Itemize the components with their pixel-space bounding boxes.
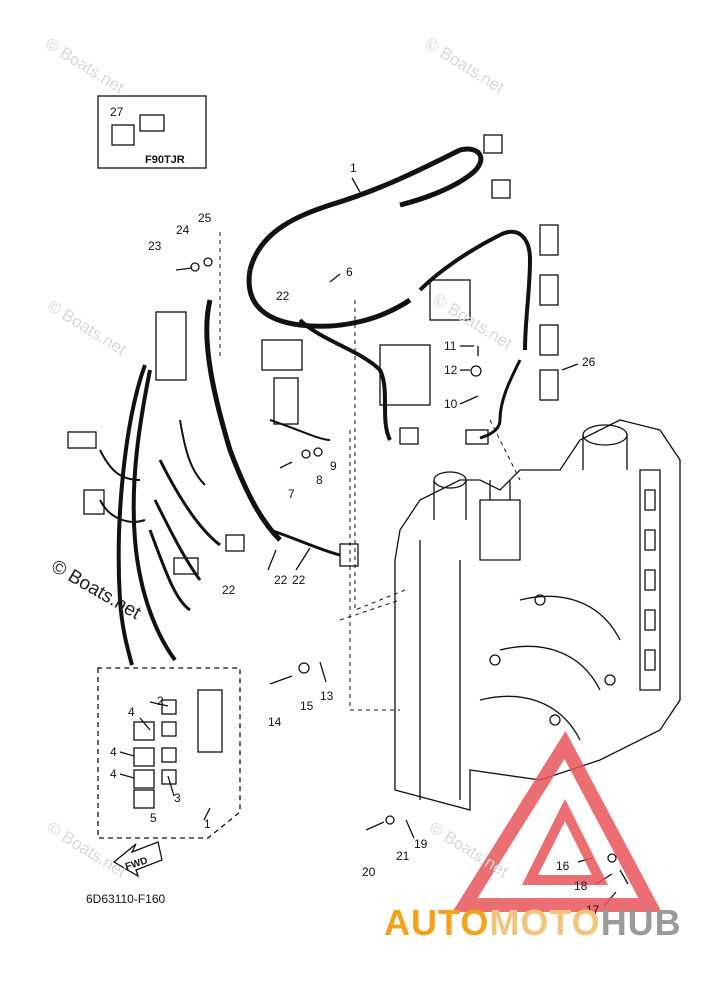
callout-number: 26 [582, 355, 596, 369]
drawing-code: 6D63110-F160 [86, 892, 166, 906]
callout-number: 22 [276, 289, 290, 303]
callout-number: 25 [198, 211, 212, 225]
callout-number: 22 [292, 573, 306, 587]
callout-number: 2 [157, 694, 164, 708]
callout-number: 19 [414, 837, 428, 851]
brand-hub: HUB [600, 902, 682, 943]
brand-moto: MOTO [489, 902, 601, 943]
callout-number: 15 [300, 699, 314, 713]
callout-number: 27 [110, 105, 124, 119]
callout-number: 3 [174, 791, 181, 805]
callout-number: 13 [320, 689, 334, 703]
inset-leader [116, 364, 147, 666]
callout-number: 21 [396, 849, 410, 863]
main-harness [247, 146, 484, 271]
callout-number: 4 [110, 745, 117, 759]
callout-number: 1 [204, 817, 211, 831]
callout-number: 7 [288, 487, 295, 501]
brand-wordmark: AUTOMOTOHUB [384, 902, 682, 944]
callout-number: 22 [274, 573, 288, 587]
brand-auto: AUTO [384, 902, 490, 943]
callout-number: 11 [444, 339, 457, 353]
callout-number: 22 [222, 583, 236, 597]
callout-number: 8 [316, 473, 323, 487]
brand-logo-icon [452, 731, 662, 912]
callout-number: 4 [110, 767, 117, 781]
engine-block [394, 419, 681, 811]
callout-number: 18 [574, 879, 588, 893]
callout-number: 20 [362, 865, 376, 879]
callout-number: 5 [150, 811, 157, 825]
inset-box [97, 95, 207, 169]
inset-model-label: F90TJR [145, 154, 185, 166]
callout-number: 6 [346, 265, 353, 279]
callout-number: 24 [176, 223, 190, 237]
callout-number: 10 [444, 397, 458, 411]
dashed-inset [97, 667, 241, 839]
callout-number: 14 [268, 715, 282, 729]
callout-number: 4 [128, 705, 135, 719]
callout-number: 12 [444, 363, 458, 377]
callout-number: 23 [148, 239, 162, 253]
callout-number: 1 [350, 161, 357, 175]
callout-number: 16 [556, 859, 570, 873]
fwd-arrow: FWD [112, 841, 163, 878]
callout-number: 17 [586, 903, 600, 917]
callout-number: 9 [330, 459, 337, 473]
